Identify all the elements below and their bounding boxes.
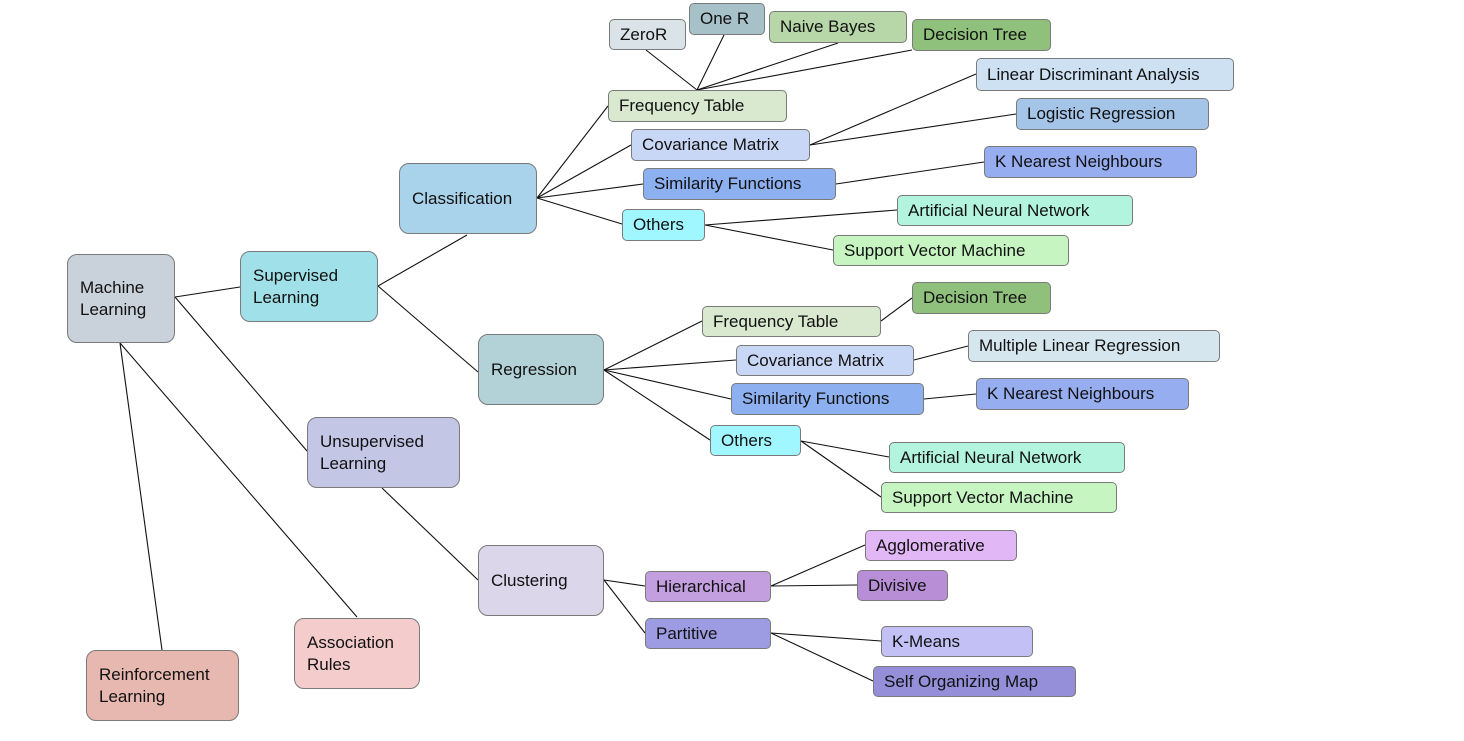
node-hierarchical: Hierarchical	[645, 571, 771, 602]
node-reg-svm: Support Vector Machine	[881, 482, 1117, 513]
connector	[809, 73, 977, 146]
connector	[923, 393, 977, 400]
node-class-logistic-regression: Logistic Regression	[1016, 98, 1209, 130]
node-association-rules: Association Rules	[294, 618, 420, 689]
node-agglomerative: Agglomerative	[865, 530, 1017, 561]
node-class-one-r: One R	[689, 3, 765, 35]
connector	[174, 296, 308, 452]
node-classification: Classification	[399, 163, 537, 234]
node-regression: Regression	[478, 334, 604, 405]
connector	[696, 49, 913, 91]
node-reinforcement-learning: Reinforcement Learning	[86, 650, 239, 721]
connector	[770, 632, 882, 642]
node-class-lda: Linear Discriminant Analysis	[976, 58, 1234, 91]
connector	[704, 224, 834, 251]
node-reg-others: Others	[710, 425, 801, 456]
node-clustering: Clustering	[478, 545, 604, 616]
connector	[770, 632, 874, 682]
node-class-similarity-functions: Similarity Functions	[643, 168, 836, 200]
node-class-ann: Artificial Neural Network	[897, 195, 1133, 226]
connector	[381, 487, 479, 581]
connector	[377, 285, 479, 373]
node-unsupervised-learning: Unsupervised Learning	[307, 417, 460, 488]
node-class-knn: K Nearest Neighbours	[984, 146, 1197, 178]
connector	[880, 297, 913, 322]
connector	[770, 544, 866, 587]
node-class-others: Others	[622, 209, 705, 241]
connector	[603, 579, 646, 634]
connector	[174, 286, 241, 298]
node-som: Self Organizing Map	[873, 666, 1076, 697]
node-machine-learning: Machine Learning	[67, 254, 175, 343]
connector	[696, 42, 839, 91]
node-reg-knn: K Nearest Neighbours	[976, 378, 1189, 410]
connector	[770, 584, 858, 587]
node-class-naive-bayes: Naive Bayes	[769, 11, 907, 43]
connector	[603, 320, 703, 371]
connector	[809, 113, 1017, 146]
node-supervised-learning: Supervised Learning	[240, 251, 378, 322]
connector	[603, 369, 732, 400]
node-reg-mlr: Multiple Linear Regression	[968, 330, 1220, 362]
node-reg-similarity-functions: Similarity Functions	[731, 383, 924, 415]
node-divisive: Divisive	[857, 570, 948, 601]
node-class-covariance-matrix: Covariance Matrix	[631, 129, 810, 161]
node-class-svm: Support Vector Machine	[833, 235, 1069, 266]
connector	[704, 209, 898, 226]
connector	[377, 234, 468, 287]
connector	[536, 105, 609, 199]
node-class-decision-tree: Decision Tree	[912, 19, 1051, 51]
connector	[645, 49, 698, 91]
connector	[913, 345, 969, 361]
node-kmeans: K-Means	[881, 626, 1033, 657]
node-reg-frequency-table: Frequency Table	[702, 306, 881, 337]
connector	[603, 579, 646, 587]
node-class-zeror: ZeroR	[609, 19, 686, 50]
connector	[536, 183, 644, 199]
connector	[536, 197, 623, 225]
connector	[800, 440, 890, 458]
node-reg-ann: Artificial Neural Network	[889, 442, 1125, 473]
connector	[603, 359, 737, 371]
connector	[603, 369, 711, 441]
node-partitive: Partitive	[645, 618, 771, 649]
connector	[119, 342, 163, 651]
node-reg-covariance-matrix: Covariance Matrix	[736, 345, 914, 376]
connector	[696, 34, 725, 91]
connector	[119, 342, 358, 618]
connector	[536, 144, 632, 199]
node-reg-decision-tree: Decision Tree	[912, 282, 1051, 314]
connector	[800, 440, 882, 498]
connector	[835, 161, 985, 185]
node-class-frequency-table: Frequency Table	[608, 90, 787, 122]
